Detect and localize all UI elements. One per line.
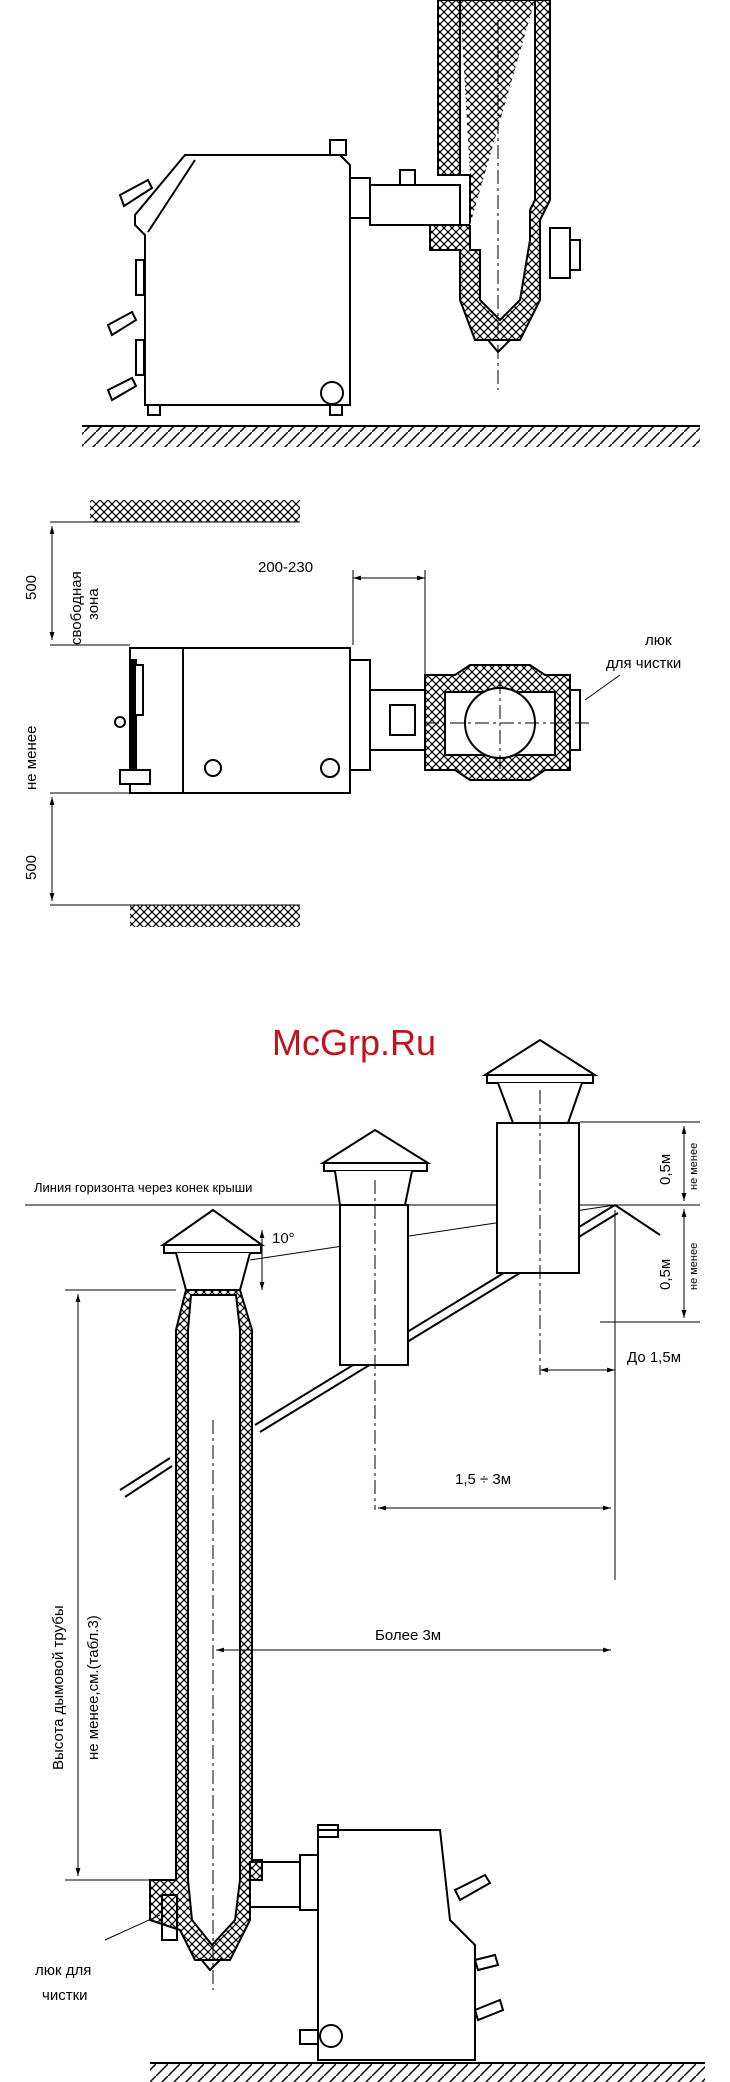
- h-top-label: 0,5м: [657, 1154, 674, 1185]
- roof-view: [25, 1040, 705, 2082]
- dim-top-500: 500: [23, 575, 40, 600]
- watermark-text: McGrp.Ru: [272, 1022, 436, 1063]
- flue-pipe: [350, 170, 460, 225]
- boiler: [108, 140, 350, 415]
- chimney-height-label-2: не менее,см.(табл.3): [85, 1615, 102, 1760]
- to-1-5-label: До 1,5м: [627, 1349, 681, 1366]
- min-label: не менее: [23, 726, 40, 790]
- h-mid-label: 0,5м: [657, 1259, 674, 1290]
- chimney-middle: [323, 1130, 428, 1510]
- side-elevation: [82, 0, 700, 447]
- hatch-label-1: люк: [645, 632, 672, 649]
- chimney-main: [150, 1210, 262, 1990]
- h-mid-min-label: не менее: [688, 1243, 700, 1290]
- chimney-plan: [425, 665, 590, 780]
- angle-label: 10°: [272, 1230, 295, 1247]
- boiler-bottom: [250, 1825, 503, 2060]
- ground-hatch: [82, 426, 700, 447]
- h-top-min-label: не менее: [688, 1143, 700, 1190]
- range-label: 1,5 ÷ 3м: [455, 1471, 511, 1488]
- chimney-right: [485, 1040, 595, 1375]
- free-zone-label-1: свободная: [68, 571, 85, 645]
- boiler-plan: [115, 648, 350, 793]
- plan-view: [50, 500, 620, 927]
- pipe-gap-label: 200-230: [258, 559, 313, 576]
- over-3-label: Более 3м: [375, 1627, 441, 1644]
- chimney-height-label-1: Высота дымовой трубы: [50, 1605, 67, 1770]
- ground-bottom: [150, 2063, 705, 2082]
- ridge-line-label: Линия горизонта через конек крыши: [34, 1180, 252, 1195]
- plan-labels: 500 свободная зона не менее 500 200-230 …: [23, 559, 681, 880]
- wall-bottom: [130, 905, 300, 927]
- flue-plan: [350, 660, 425, 770]
- chimney-insulated: [430, 0, 580, 390]
- hatch-label-2: для чистки: [606, 655, 681, 672]
- hatch-bottom-label-1: люк для: [35, 1962, 91, 1979]
- hatch-bottom-label-2: чистки: [42, 1987, 88, 2004]
- free-zone-label-2: зона: [85, 588, 102, 620]
- wall-top: [90, 500, 300, 522]
- dim-bottom-500: 500: [23, 855, 40, 880]
